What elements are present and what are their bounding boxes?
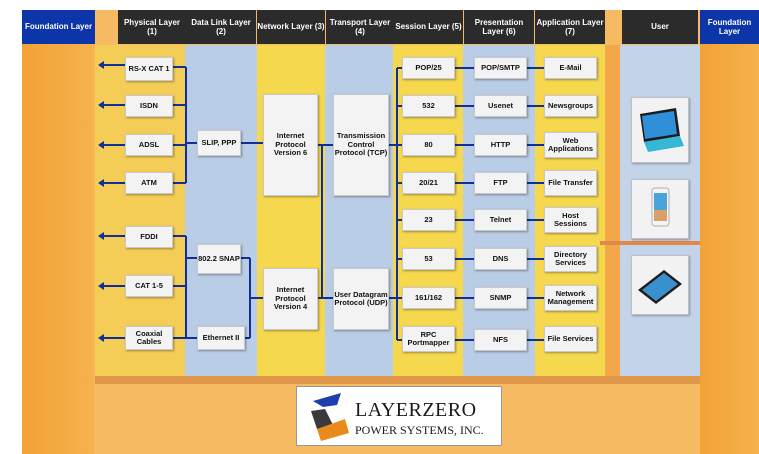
presentation-snmp: SNMP — [474, 287, 527, 309]
header-foundation-right: Foundation Layer — [700, 10, 759, 44]
network-ipv4: Internet Protocol Version 4 — [263, 268, 318, 330]
session-80: 80 — [402, 134, 455, 156]
application-newsgroups: Newsgroups — [544, 95, 597, 117]
presentation-nfs: NFS — [474, 329, 527, 351]
transport-tcp: Transmission Control Protocol (TCP) — [333, 94, 389, 196]
header-physical: Physical Layer (1) — [118, 10, 186, 44]
company-logo: LAYERZERO POWER SYSTEMS, INC. — [296, 386, 502, 446]
header-session: Session Layer (5) — [394, 10, 463, 44]
header-application: Application Layer (7) — [535, 10, 605, 44]
column-gap — [605, 45, 620, 376]
application-network-mgmt: Network Management — [544, 285, 597, 311]
phone-icon — [631, 179, 689, 239]
tablet-icon — [631, 255, 689, 315]
left-foundation-band — [22, 10, 94, 454]
application-file-services: File Services — [544, 326, 597, 352]
presentation-dns: DNS — [474, 248, 527, 270]
application-host-sessions: Host Sessions — [544, 207, 597, 233]
presentation-telnet: Telnet — [474, 209, 527, 231]
session-161-162: 161/162 — [402, 287, 455, 309]
physical-atm: ATM — [125, 172, 173, 194]
logo-text-line2: POWER SYSTEMS, INC. — [355, 423, 484, 437]
bottom-shadow — [95, 376, 700, 384]
presentation-ftp: FTP — [474, 172, 527, 194]
application-directory: Directory Services — [544, 246, 597, 272]
session-pop25: POP/25 — [402, 57, 455, 79]
application-web: Web Applications — [544, 132, 597, 158]
application-email: E-Mail — [544, 57, 597, 79]
physical-isdn: ISDN — [125, 95, 173, 117]
session-532: 532 — [402, 95, 455, 117]
laptop-icon — [631, 97, 689, 163]
logo-mark-icon — [311, 393, 349, 441]
session-23: 23 — [402, 209, 455, 231]
column-datalink — [185, 45, 257, 376]
session-53: 53 — [402, 248, 455, 270]
session-20-21: 20/21 — [402, 172, 455, 194]
presentation-http: HTTP — [474, 134, 527, 156]
datalink-8022-snap: 802.2 SNAP — [197, 244, 241, 274]
logo-text-line1: LAYERZERO — [355, 399, 477, 421]
right-foundation-band — [700, 10, 759, 454]
header-transport: Transport Layer (4) — [326, 10, 394, 44]
header-user: User — [622, 10, 698, 44]
physical-adsl: ADSL — [125, 134, 173, 156]
physical-cat1-5: CAT 1-5 — [125, 275, 173, 297]
physical-rsx-cat1: RS-X CAT 1 — [125, 57, 173, 81]
session-rpc-portmapper: RPC Portmapper — [402, 326, 455, 352]
presentation-usenet: Usenet — [474, 95, 527, 117]
datalink-ethernet-ii: Ethernet II — [197, 326, 245, 350]
application-file-transfer: File Transfer — [544, 170, 597, 196]
transport-udp: User Datagram Protocol (UDP) — [333, 268, 389, 330]
header-presentation: Presentation Layer (6) — [464, 10, 534, 44]
header-foundation-left: Foundation Layer — [22, 10, 95, 44]
datalink-slip-ppp: SLIP, PPP — [197, 130, 241, 156]
header-datalink: Data Link Layer (2) — [186, 10, 256, 44]
network-ipv6: Internet Protocol Version 6 — [263, 94, 318, 196]
header-network: Network Layer (3) — [257, 10, 325, 44]
physical-coaxial: Coaxial Cables — [125, 326, 173, 350]
presentation-pop-smtp: POP/SMTP — [474, 57, 527, 79]
physical-fddi: FDDI — [125, 226, 173, 248]
